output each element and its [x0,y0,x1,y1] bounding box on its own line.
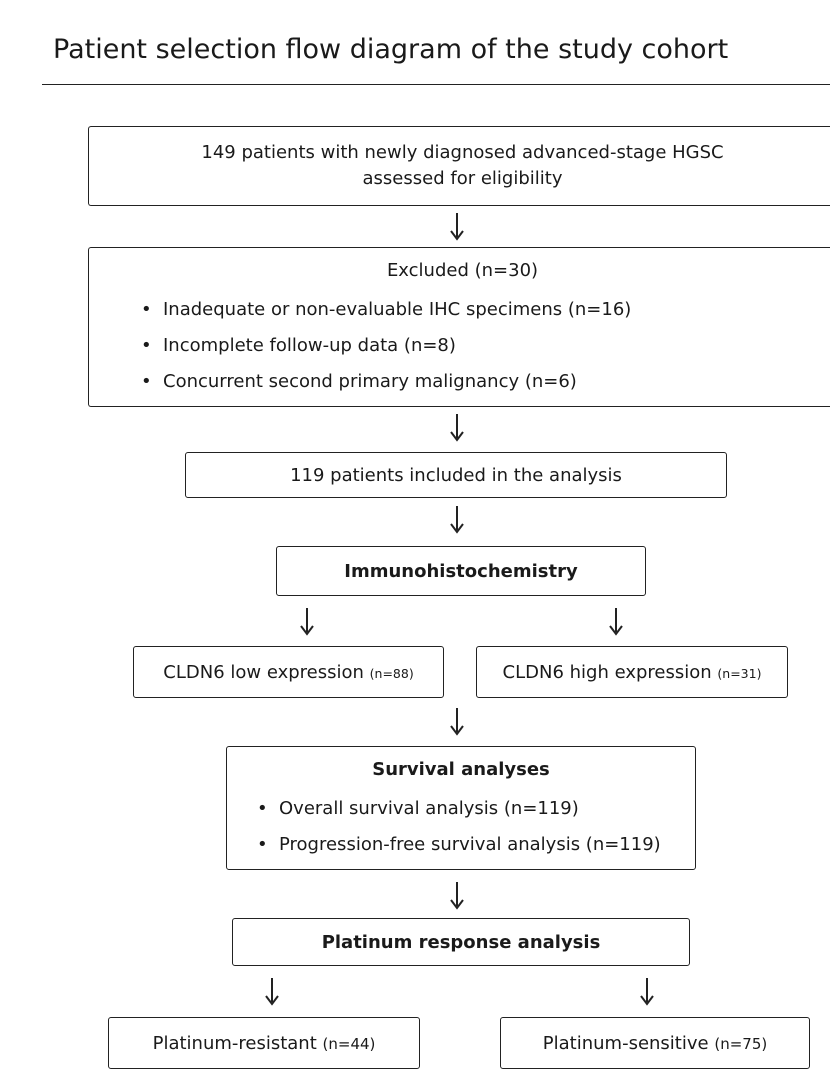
resistant-label: Platinum-resistant [152,1032,317,1054]
included-box: 119 patients included in the analysis [185,452,727,498]
resistant-box: Platinum-resistant (n=44) [108,1017,420,1069]
excluded-heading: Excluded (n=30) [386,260,539,281]
excluded-list: Inadequate or non-evaluable IHC specimen… [141,292,631,400]
arrow-down-icon [606,606,626,636]
arrow-down-icon [447,412,467,442]
survival-list: Overall survival analysis (n=119) Progre… [257,791,661,863]
sensitive-n: (n=75) [714,1034,768,1053]
low-expression-box: CLDN6 low expression (n=88) [133,646,444,698]
diagram-title: Patient selection flow diagram of the st… [53,34,729,65]
arrow-down-icon [447,706,467,736]
survival-item: Progression-free survival analysis (n=11… [257,827,661,863]
high-expression-n: (n=31) [717,665,762,681]
sensitive-box: Platinum-sensitive (n=75) [500,1017,810,1069]
arrow-down-icon [447,504,467,534]
arrow-down-icon [447,880,467,910]
survival-item: Overall survival analysis (n=119) [257,791,661,827]
excluded-item: Concurrent second primary malignancy (n=… [141,364,631,400]
arrow-down-icon [447,211,467,241]
platinum-text: Platinum response analysis [321,931,601,953]
arrow-down-icon [637,976,657,1006]
platinum-box: Platinum response analysis [232,918,690,966]
low-expression-label: CLDN6 low expression [163,661,364,683]
survival-box: Survival analyses Overall survival analy… [226,746,696,870]
eligibility-line-2: assessed for eligibility [362,168,563,189]
ihc-box: Immunohistochemistry [276,546,646,596]
eligibility-box: 149 patients with newly diagnosed advanc… [88,126,830,206]
included-text: 119 patients included in the analysis [290,464,622,486]
excluded-item: Incomplete follow-up data (n=8) [141,328,631,364]
survival-heading: Survival analyses [372,759,550,780]
excluded-box: Excluded (n=30) Inadequate or non-evalua… [88,247,830,407]
arrow-down-icon [297,606,317,636]
high-expression-box: CLDN6 high expression (n=31) [476,646,788,698]
eligibility-line-1: 149 patients with newly diagnosed advanc… [201,142,724,163]
arrow-down-icon [262,976,282,1006]
resistant-n: (n=44) [322,1034,376,1053]
title-divider [42,84,830,85]
high-expression-label: CLDN6 high expression [502,661,712,683]
low-expression-n: (n=88) [369,665,414,681]
excluded-item: Inadequate or non-evaluable IHC specimen… [141,292,631,328]
ihc-text: Immunohistochemistry [344,560,578,582]
sensitive-label: Platinum-sensitive [542,1032,709,1054]
